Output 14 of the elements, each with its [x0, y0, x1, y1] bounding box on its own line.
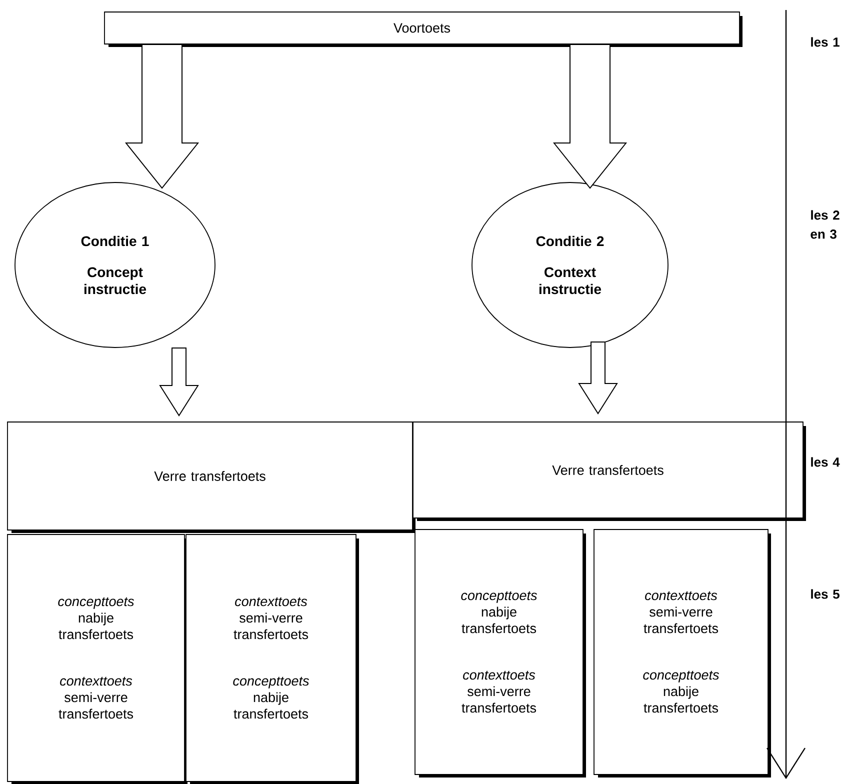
- lesson-label: les 5: [811, 589, 840, 599]
- block-arrow: [578, 341, 618, 414]
- block-arrow: [552, 44, 628, 189]
- lesson-label: les 2 en 3: [810, 210, 840, 239]
- test-box: Verre transfertoets: [7, 422, 416, 533]
- test-box: contexttoets semi-verre transfertoets concepttoets nabije transfertoets: [594, 529, 771, 778]
- test-box: concepttoets nabije transfertoets contexttoets semi-verre transfertoets: [7, 534, 188, 784]
- lesson-label: les 1: [811, 37, 840, 47]
- test-box: concepttoets nabije transfertoets contexttoets semi-verre transfertoets: [414, 529, 586, 778]
- test-box: Verre transfertoets: [412, 422, 806, 521]
- test-box: contexttoets semi-verre transfertoets concepttoets nabije transfertoets: [186, 534, 359, 784]
- test-box: Voortoets: [104, 12, 742, 47]
- block-arrow: [124, 44, 200, 189]
- block-arrow: [159, 347, 199, 416]
